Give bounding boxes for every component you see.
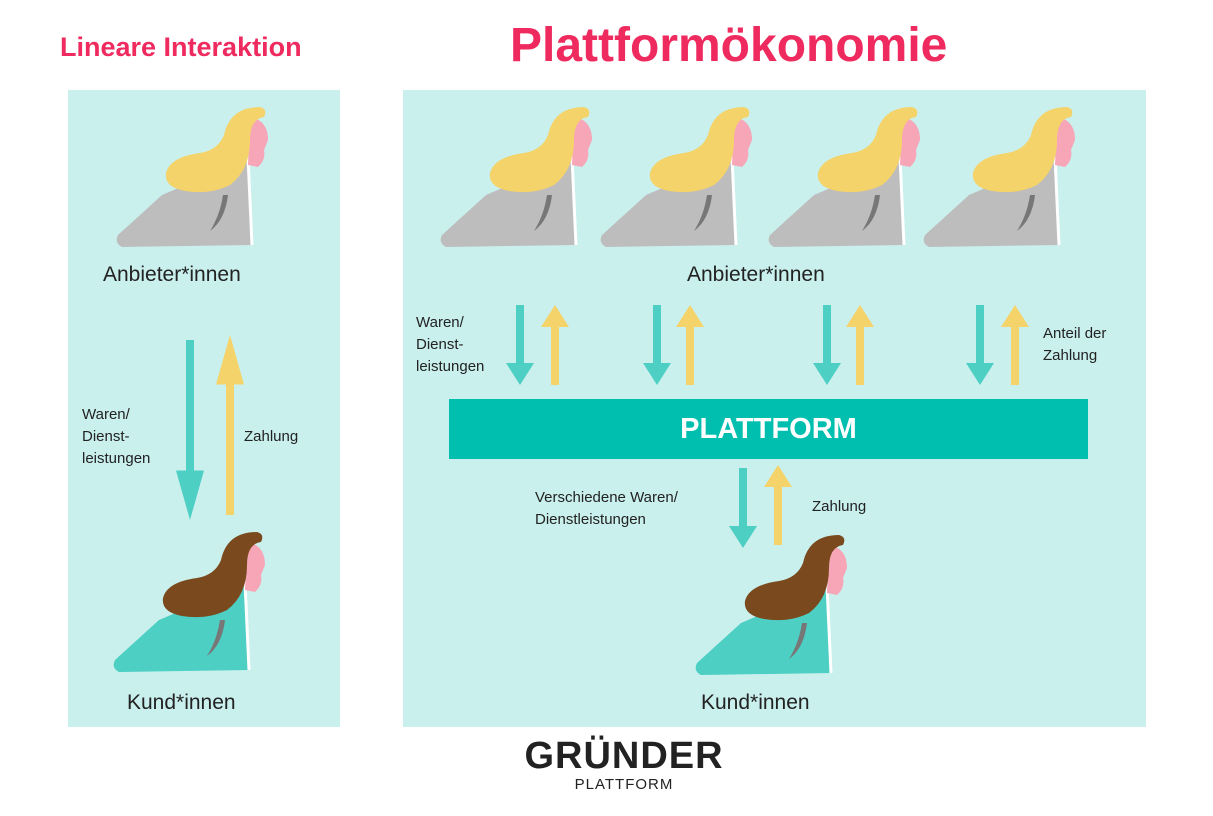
platform-bar: PLATTFORM	[449, 399, 1088, 459]
goods-arrow-down	[176, 340, 204, 520]
customer-figure	[694, 533, 849, 677]
provider-figure	[439, 105, 594, 249]
label-line: Dienst-	[82, 428, 130, 445]
right-customer-label: Kund*innen	[701, 691, 810, 714]
label-line: Zahlung	[1043, 347, 1098, 364]
left-customer-label: Kund*innen	[127, 691, 236, 714]
customer-figure	[112, 530, 267, 674]
label-line: leistungen	[82, 450, 151, 467]
logo-sub: PLATTFORM	[574, 776, 674, 793]
provider-figure	[767, 105, 922, 249]
provider-figure	[115, 105, 270, 249]
label-line: Dienstleistungen	[535, 511, 646, 528]
payment-arrow-up	[216, 335, 244, 515]
left-provider-label: Anbieter*innen	[103, 263, 241, 286]
right-payment-label: Zahlung	[812, 498, 867, 515]
logo: GRÜNDER PLATTFORM	[524, 736, 724, 793]
label-line: Dienst-	[416, 336, 464, 353]
left-goods-label: Waren/ Dienst- leistungen	[82, 404, 150, 470]
provider-figure	[922, 105, 1077, 249]
logo-brand: GRÜNDER	[524, 735, 724, 777]
right-title: Plattformökonomie	[510, 19, 948, 72]
right-provider-label: Anbieter*innen	[687, 263, 825, 286]
share-of-payment-label: Anteil der Zahlung	[1043, 323, 1106, 367]
label-line: Waren/	[416, 314, 464, 331]
label-line: leistungen	[416, 358, 485, 375]
left-payment-label: Zahlung	[244, 428, 299, 445]
label-line: Anteil der	[1043, 325, 1107, 342]
various-goods-label: Verschiedene Waren/ Dienstleistungen	[535, 487, 678, 531]
label-line: Verschiedene Waren/	[535, 489, 678, 506]
label-line: Waren/	[82, 406, 130, 423]
provider-figure	[599, 105, 754, 249]
right-goods-label: Waren/ Dienst- leistungen	[416, 312, 484, 378]
left-title: Lineare Interaktion	[60, 32, 302, 62]
